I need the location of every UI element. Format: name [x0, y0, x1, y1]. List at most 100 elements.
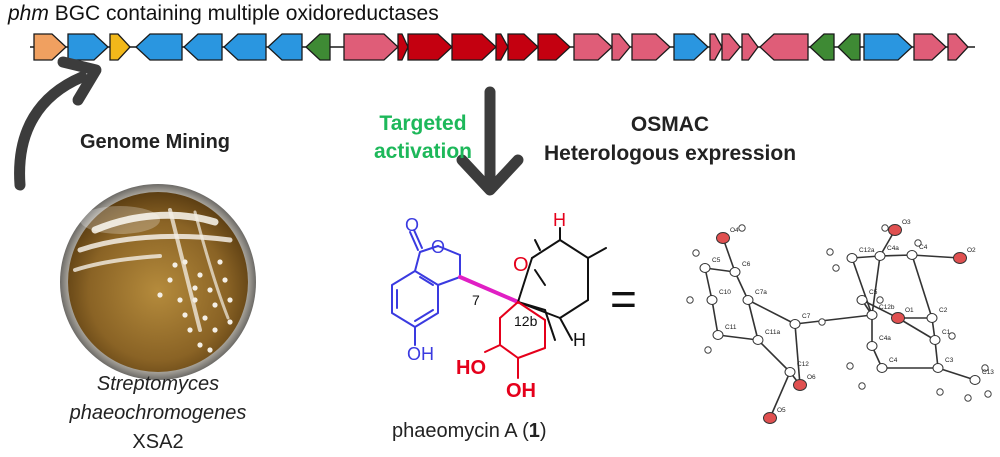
colony-11 [227, 297, 233, 303]
colony-6 [202, 315, 208, 321]
genome-mining-label: Genome Mining [80, 131, 230, 153]
colony-4 [192, 297, 198, 303]
gene-arrow-24 [809, 33, 835, 61]
crystal-atom-c5 [856, 295, 868, 305]
crystal-atom-c10 [706, 295, 718, 305]
gene-arrow-5 [183, 33, 223, 61]
crystal-atom-label: C3 [945, 357, 954, 364]
crystal-atom-label: O2 [967, 247, 976, 254]
crystal-atom-o3 [888, 224, 902, 236]
equals-sign: = [610, 273, 637, 325]
colony-10 [177, 297, 183, 303]
atom-h-right: H [573, 330, 586, 350]
crystal-atom-label: C4 [919, 244, 928, 251]
gene-arrow-11 [407, 33, 453, 61]
crystal-hydrogen-8 [914, 239, 922, 247]
colony-5 [212, 302, 218, 308]
crystal-atom-label: C12a [859, 247, 875, 254]
cluster-name: phm [8, 2, 49, 25]
targeted-activation-label: Targeted activation [373, 112, 473, 163]
crystal-atom-label: C2 [939, 307, 948, 314]
crystal-hydrogen-6 [832, 264, 840, 272]
crystal-hydrogen-3 [704, 346, 712, 354]
gene-arrow-21 [721, 33, 741, 61]
osmac-label: OSMAC Heterologous expression [520, 110, 820, 168]
compound-name: phaeomycin A ( [392, 420, 529, 442]
gene-arrow-10 [397, 33, 409, 61]
atom-label-7: 7 [472, 292, 480, 308]
culture-plate-photo [60, 184, 256, 380]
crystal-atom-label: C7 [802, 313, 811, 320]
crystal-atom-c3 [932, 363, 944, 373]
crystal-hydrogen-4 [738, 224, 746, 232]
crystal-hydrogen-16 [876, 296, 884, 304]
phaeomycin-structure [391, 227, 607, 379]
gene-arrow-22 [741, 33, 759, 61]
gene-arrow-15 [537, 33, 571, 61]
compound-close: ) [539, 420, 547, 442]
crystal-atom-c11a [752, 335, 764, 345]
crystal-atom-c7 [789, 319, 801, 329]
activation-arrow [456, 86, 524, 196]
crystal-hydrogen-1 [692, 249, 700, 257]
gene-arrow-9 [343, 33, 399, 61]
crystal-atom-c4 [876, 363, 888, 373]
crystal-atom-c12a [846, 253, 858, 263]
osmac-text: OSMAC [630, 113, 710, 136]
crystal-atom-label: C11a [765, 329, 780, 336]
heterologous-text: Heterologous expression [543, 142, 797, 165]
colony-3 [207, 287, 213, 293]
crystal-hydrogen-2 [686, 296, 694, 304]
crystal-atom-label: O5 [777, 407, 786, 414]
gene-arrow-8 [305, 33, 331, 61]
crystal-atom-label: C10 [719, 289, 731, 296]
organism-genus: Streptomyces [96, 373, 220, 395]
crystal-hydrogen-17 [818, 318, 826, 326]
colony-18 [172, 262, 178, 268]
crystal-hydrogen-5 [826, 248, 834, 256]
crystal-atom-c6 [729, 267, 741, 277]
crystal-atom-c4 [906, 250, 918, 260]
colony-8 [187, 327, 193, 333]
colony-12 [167, 277, 173, 283]
colony-19 [157, 292, 163, 298]
gene-arrow-25 [837, 33, 861, 61]
gene-arrow-4 [135, 33, 183, 61]
cluster-description: BGC containing multiple oxidoreductases [48, 2, 439, 25]
crystal-hydrogen-9 [981, 364, 989, 372]
gene-arrow-28 [947, 33, 969, 61]
gene-arrow-12 [451, 33, 497, 61]
crystal-atom-c12 [784, 367, 796, 377]
gene-arrow-19 [673, 33, 709, 61]
colony-7 [222, 277, 228, 283]
colony-17 [207, 347, 213, 353]
crystal-atom-o1 [891, 312, 905, 324]
crystal-atom-label: C4 [889, 357, 898, 364]
crystal-hydrogen-14 [936, 388, 944, 396]
gene-arrow-16 [573, 33, 613, 61]
crystal-atom-c13 [969, 375, 981, 385]
atom-oh-aromatic: OH [407, 344, 434, 364]
gene-arrows [33, 33, 969, 61]
crystal-atom-label: O4 [730, 227, 739, 234]
crystal-atom-o2 [953, 252, 967, 264]
gene-arrow-7 [267, 33, 303, 61]
atom-o-ring: O [431, 237, 446, 257]
compound-number: 1 [528, 420, 540, 442]
colony-13 [217, 259, 223, 265]
crystal-atom-o6 [793, 379, 807, 391]
crystal-hydrogen-15 [948, 332, 956, 340]
gene-arrow-1 [33, 33, 67, 61]
crystal-atom-label: C4a [887, 245, 899, 252]
gene-arrow-13 [495, 33, 509, 61]
gene-arrow-3 [109, 33, 131, 61]
colony-16 [227, 319, 233, 325]
crystal-atom-o5 [763, 412, 777, 424]
genome-mining-arrow [14, 56, 102, 191]
crystal-hydrogen-10 [984, 390, 992, 398]
gene-arrow-14 [507, 33, 539, 61]
gene-arrow-17 [611, 33, 631, 61]
crystal-atom-c4a [874, 251, 886, 261]
